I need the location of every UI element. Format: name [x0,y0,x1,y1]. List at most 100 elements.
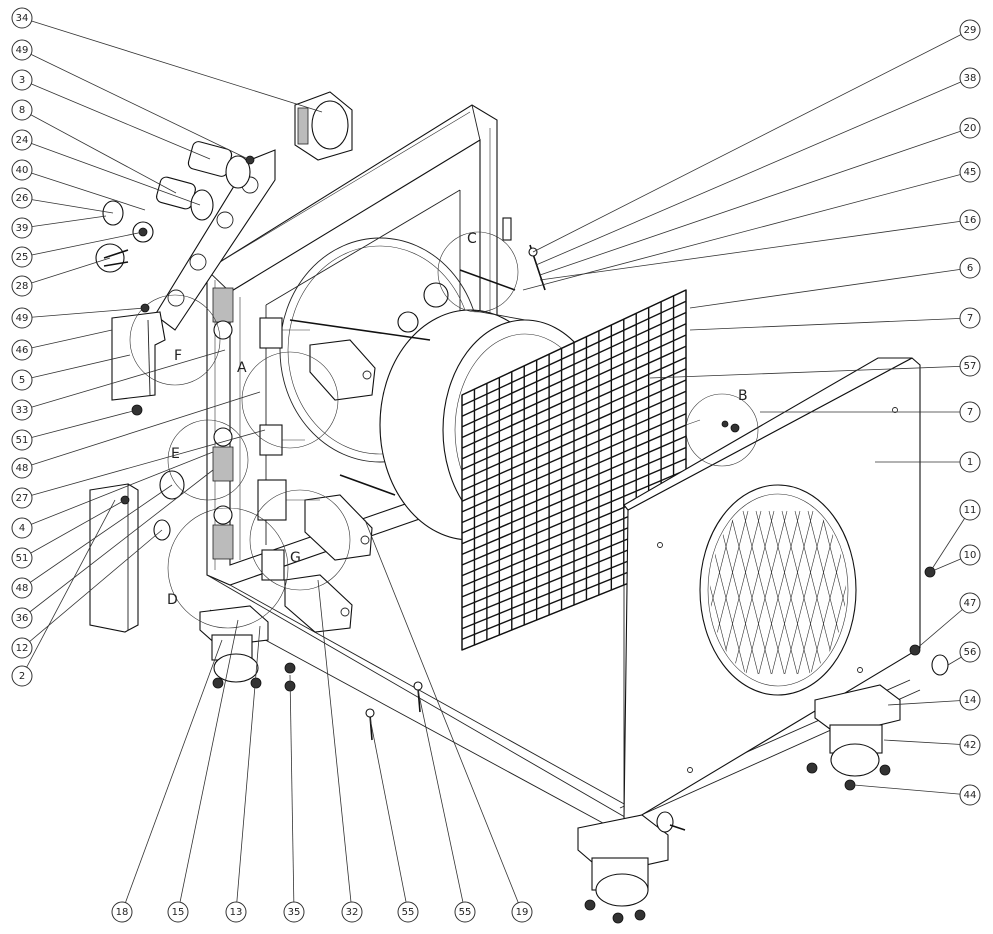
callout-label: 24 [16,135,29,146]
callout-42: 42 [959,734,981,756]
leader-51 [21,499,126,559]
callout-20: 20 [959,117,981,139]
leader-45 [522,171,971,291]
callout-label: 38 [964,73,977,84]
callout-label: 10 [964,550,977,561]
leader-35 [289,674,295,913]
callout-6: 6 [959,257,981,279]
callout-label: 8 [19,105,25,116]
callout-19: 19 [511,901,533,923]
switch-box [294,91,353,161]
leader-36 [21,469,214,619]
leader-12 [21,529,163,649]
callout-label: 42 [964,740,977,751]
callout-49: 49 [11,307,33,329]
callout-label: 12 [16,643,29,654]
callout-label: 7 [967,313,973,324]
callout-7: 7 [959,307,981,329]
leader-16 [539,219,971,281]
callout-label: 29 [964,25,977,36]
leader-13 [235,625,261,913]
callout-55: 55 [397,901,419,923]
detail-circles [129,231,759,629]
leader-lines [21,17,971,913]
leader-34 [21,17,323,113]
callout-label: 1 [967,457,973,468]
caster-front [577,811,686,924]
leader-27 [21,429,266,499]
callout-label: 34 [16,13,29,24]
leader-57 [649,365,971,379]
callout-label: 25 [16,252,29,263]
leader-8 [21,109,177,194]
leader-7 [689,317,971,331]
motor-mounts [284,339,376,633]
callout-label: 6 [967,263,973,274]
callout-label: 55 [459,907,472,918]
leader-39 [21,215,107,229]
detail-label-B: B [738,388,748,404]
leader-18 [121,639,223,913]
leader-3 [21,79,211,160]
callout-label: 47 [964,598,977,609]
callout-24: 24 [11,129,33,151]
callout-label: 51 [16,553,29,564]
detail-label-C: C [467,231,477,247]
leader-29 [532,29,971,253]
callout-label: 4 [19,523,25,534]
callout-45: 45 [959,161,981,183]
callout-3: 3 [11,69,33,91]
callout-13: 13 [225,901,247,923]
callout-bubbles: 3449382440263925284946533514827451483612… [11,7,981,923]
caster-left [199,605,296,692]
callout-5: 5 [11,369,33,391]
leader-49 [21,307,146,319]
callout-40: 40 [11,159,33,181]
leader-6 [689,267,971,309]
callout-34: 34 [11,7,33,29]
leader-32 [317,579,353,913]
callout-28: 28 [11,275,33,297]
callout-46: 46 [11,339,33,361]
callout-label: 11 [964,505,977,516]
callout-26: 26 [11,187,33,209]
leader-55 [369,717,409,913]
callout-label: 14 [964,695,977,706]
callout-label: 36 [16,613,29,624]
callout-label: 49 [16,313,29,324]
callout-label: 45 [964,167,977,178]
callout-48: 48 [11,577,33,599]
callout-label: 7 [967,407,973,418]
callout-label: 5 [19,375,25,386]
callout-8: 8 [11,99,33,121]
leader-25 [21,231,144,258]
callout-label: 19 [516,907,529,918]
leader-2 [21,499,116,677]
callout-label: 3 [19,75,25,86]
detail-label-E: E [171,446,180,462]
callout-label: 49 [16,45,29,56]
leader-40 [21,169,146,211]
terminal-cover [111,311,166,401]
detail-label-F: F [174,348,182,364]
callout-label: 57 [964,361,977,372]
leader-55 [417,689,466,913]
leader-44 [853,784,971,796]
callout-49: 49 [11,39,33,61]
callout-label: 48 [16,583,29,594]
leader-4 [21,451,214,529]
callout-12: 12 [11,637,33,659]
leader-14 [887,699,971,706]
callout-47: 47 [959,592,981,614]
callout-16: 16 [959,209,981,231]
leader-48 [21,484,173,589]
callout-label: 28 [16,281,29,292]
callout-label: 51 [16,435,29,446]
callout-label: 48 [16,463,29,474]
callout-label: 39 [16,223,29,234]
lower-cover [89,483,139,633]
callout-label: 56 [964,647,977,658]
callout-29: 29 [959,19,981,41]
callout-44: 44 [959,784,981,806]
